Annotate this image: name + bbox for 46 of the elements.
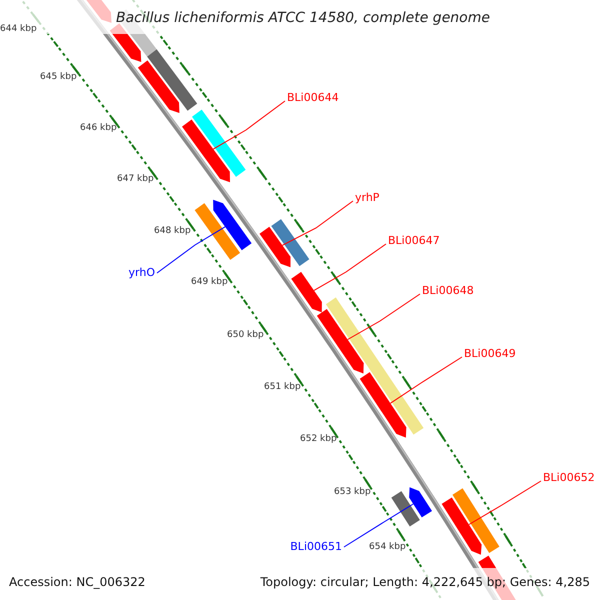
leader-line [344,504,414,548]
gene-feature [326,297,424,435]
gene-feature [182,120,230,182]
leader-line [156,226,226,274]
gene-feature [452,488,500,553]
gene-feature [213,200,252,250]
scale-label: 649 kbp [191,278,228,287]
scale-label: 650 kbp [227,331,264,340]
gene-feature [360,372,406,438]
gene-label: BLi00651 [290,541,342,552]
gene-label: yrhP [355,192,380,203]
gene-label: BLi00652 [543,472,595,483]
leader-line [390,356,462,404]
scale-label: 648 kbp [154,227,191,236]
scale-label: 651 kbp [264,383,301,392]
gene-label: BLi00647 [388,235,440,246]
scale-label: 644 kbp [0,25,37,34]
gene-feature [147,49,198,111]
gene-feature [391,491,420,526]
scale-label: 653 kbp [334,488,371,497]
gene-feature [192,110,246,177]
scale-label: 645 kbp [40,73,77,82]
leader-line [347,294,420,340]
gene-feature [271,219,310,266]
leader-line [212,100,286,150]
leader-line [468,480,542,525]
gene-feature [194,203,240,260]
leader-line [282,200,354,246]
gene-label: BLi00644 [287,92,339,103]
gene-feature [260,226,290,268]
gene-feature [409,487,432,518]
gene-feature [138,60,180,113]
gene-label: BLi00649 [464,348,516,359]
gene-label: BLi00648 [422,285,474,296]
gene-feature [442,498,482,555]
genome-info-text: Topology: circular; Length: 4,222,645 bp; Genes: 4,285 [260,576,590,588]
scale-label: 647 kbp [117,175,154,184]
leader-line [314,244,386,291]
gene-feature [316,309,364,374]
scale-label: 646 kbp [80,124,117,133]
gene-label: yrhO [128,267,155,278]
accession-text: Accession: NC_006322 [9,576,146,588]
scale-label: 654 kbp [369,543,406,552]
title: Bacillus licheniformis ATCC 14580, complete genome [116,11,490,25]
scale-label: 652 kbp [300,435,337,444]
gene-feature [291,272,322,312]
